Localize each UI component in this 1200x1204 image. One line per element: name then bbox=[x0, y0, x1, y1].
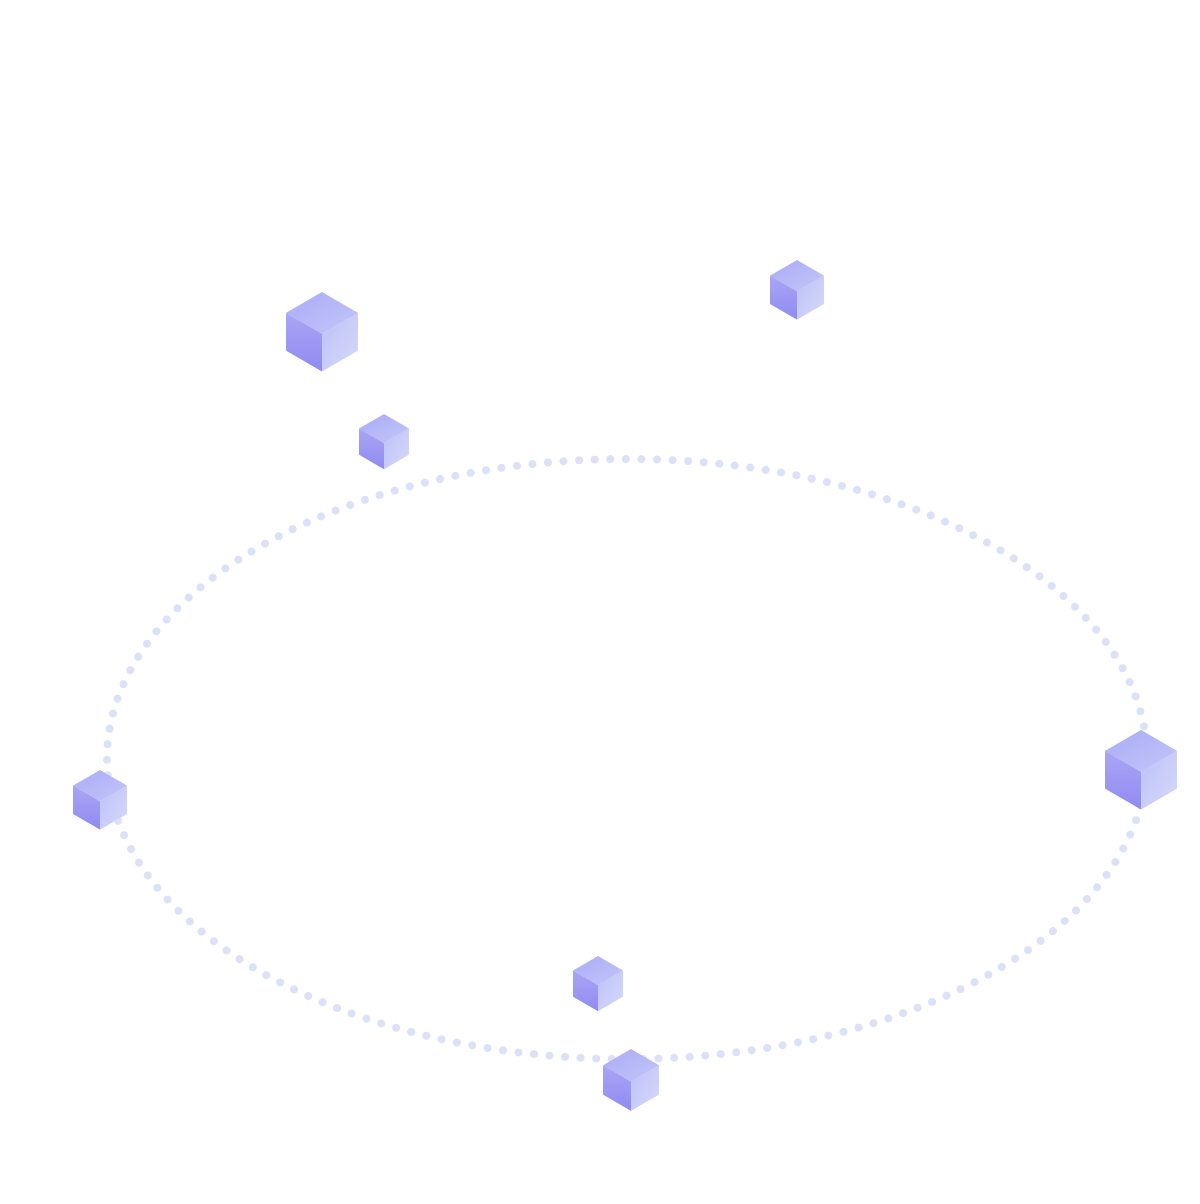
cube-top-face bbox=[286, 292, 358, 334]
cube-left-face bbox=[573, 970, 598, 1012]
cube-right-face bbox=[598, 970, 623, 1012]
orbit-ring bbox=[103, 455, 1151, 1063]
cube-icon bbox=[359, 414, 409, 470]
cube-left-face bbox=[603, 1065, 631, 1111]
cube-right-face bbox=[797, 275, 824, 320]
cube-top-face bbox=[1105, 730, 1177, 772]
cube-top-face bbox=[603, 1049, 659, 1082]
cube-top-face bbox=[770, 260, 824, 292]
cube-top-face bbox=[573, 956, 623, 985]
cube-top-face bbox=[73, 770, 127, 802]
cube-icon bbox=[573, 956, 623, 1012]
cube-icon bbox=[73, 770, 127, 830]
cube-left-face bbox=[73, 785, 100, 830]
cube-top-face bbox=[359, 414, 409, 443]
cube-right-face bbox=[100, 785, 127, 830]
cube-left-face bbox=[770, 275, 797, 320]
cube-left-face bbox=[1105, 750, 1141, 810]
cube-icon bbox=[286, 292, 358, 372]
cube-left-face bbox=[286, 312, 322, 372]
cube-icon bbox=[603, 1049, 659, 1111]
cube-right-face bbox=[631, 1065, 659, 1111]
cube-left-face bbox=[359, 428, 384, 470]
cube-right-face bbox=[1141, 750, 1177, 810]
cube-right-face bbox=[322, 312, 358, 372]
cube-right-face bbox=[384, 428, 409, 470]
cube-icon bbox=[770, 260, 824, 320]
cubes-layer bbox=[73, 260, 1177, 1111]
cube-icon bbox=[1105, 730, 1177, 810]
